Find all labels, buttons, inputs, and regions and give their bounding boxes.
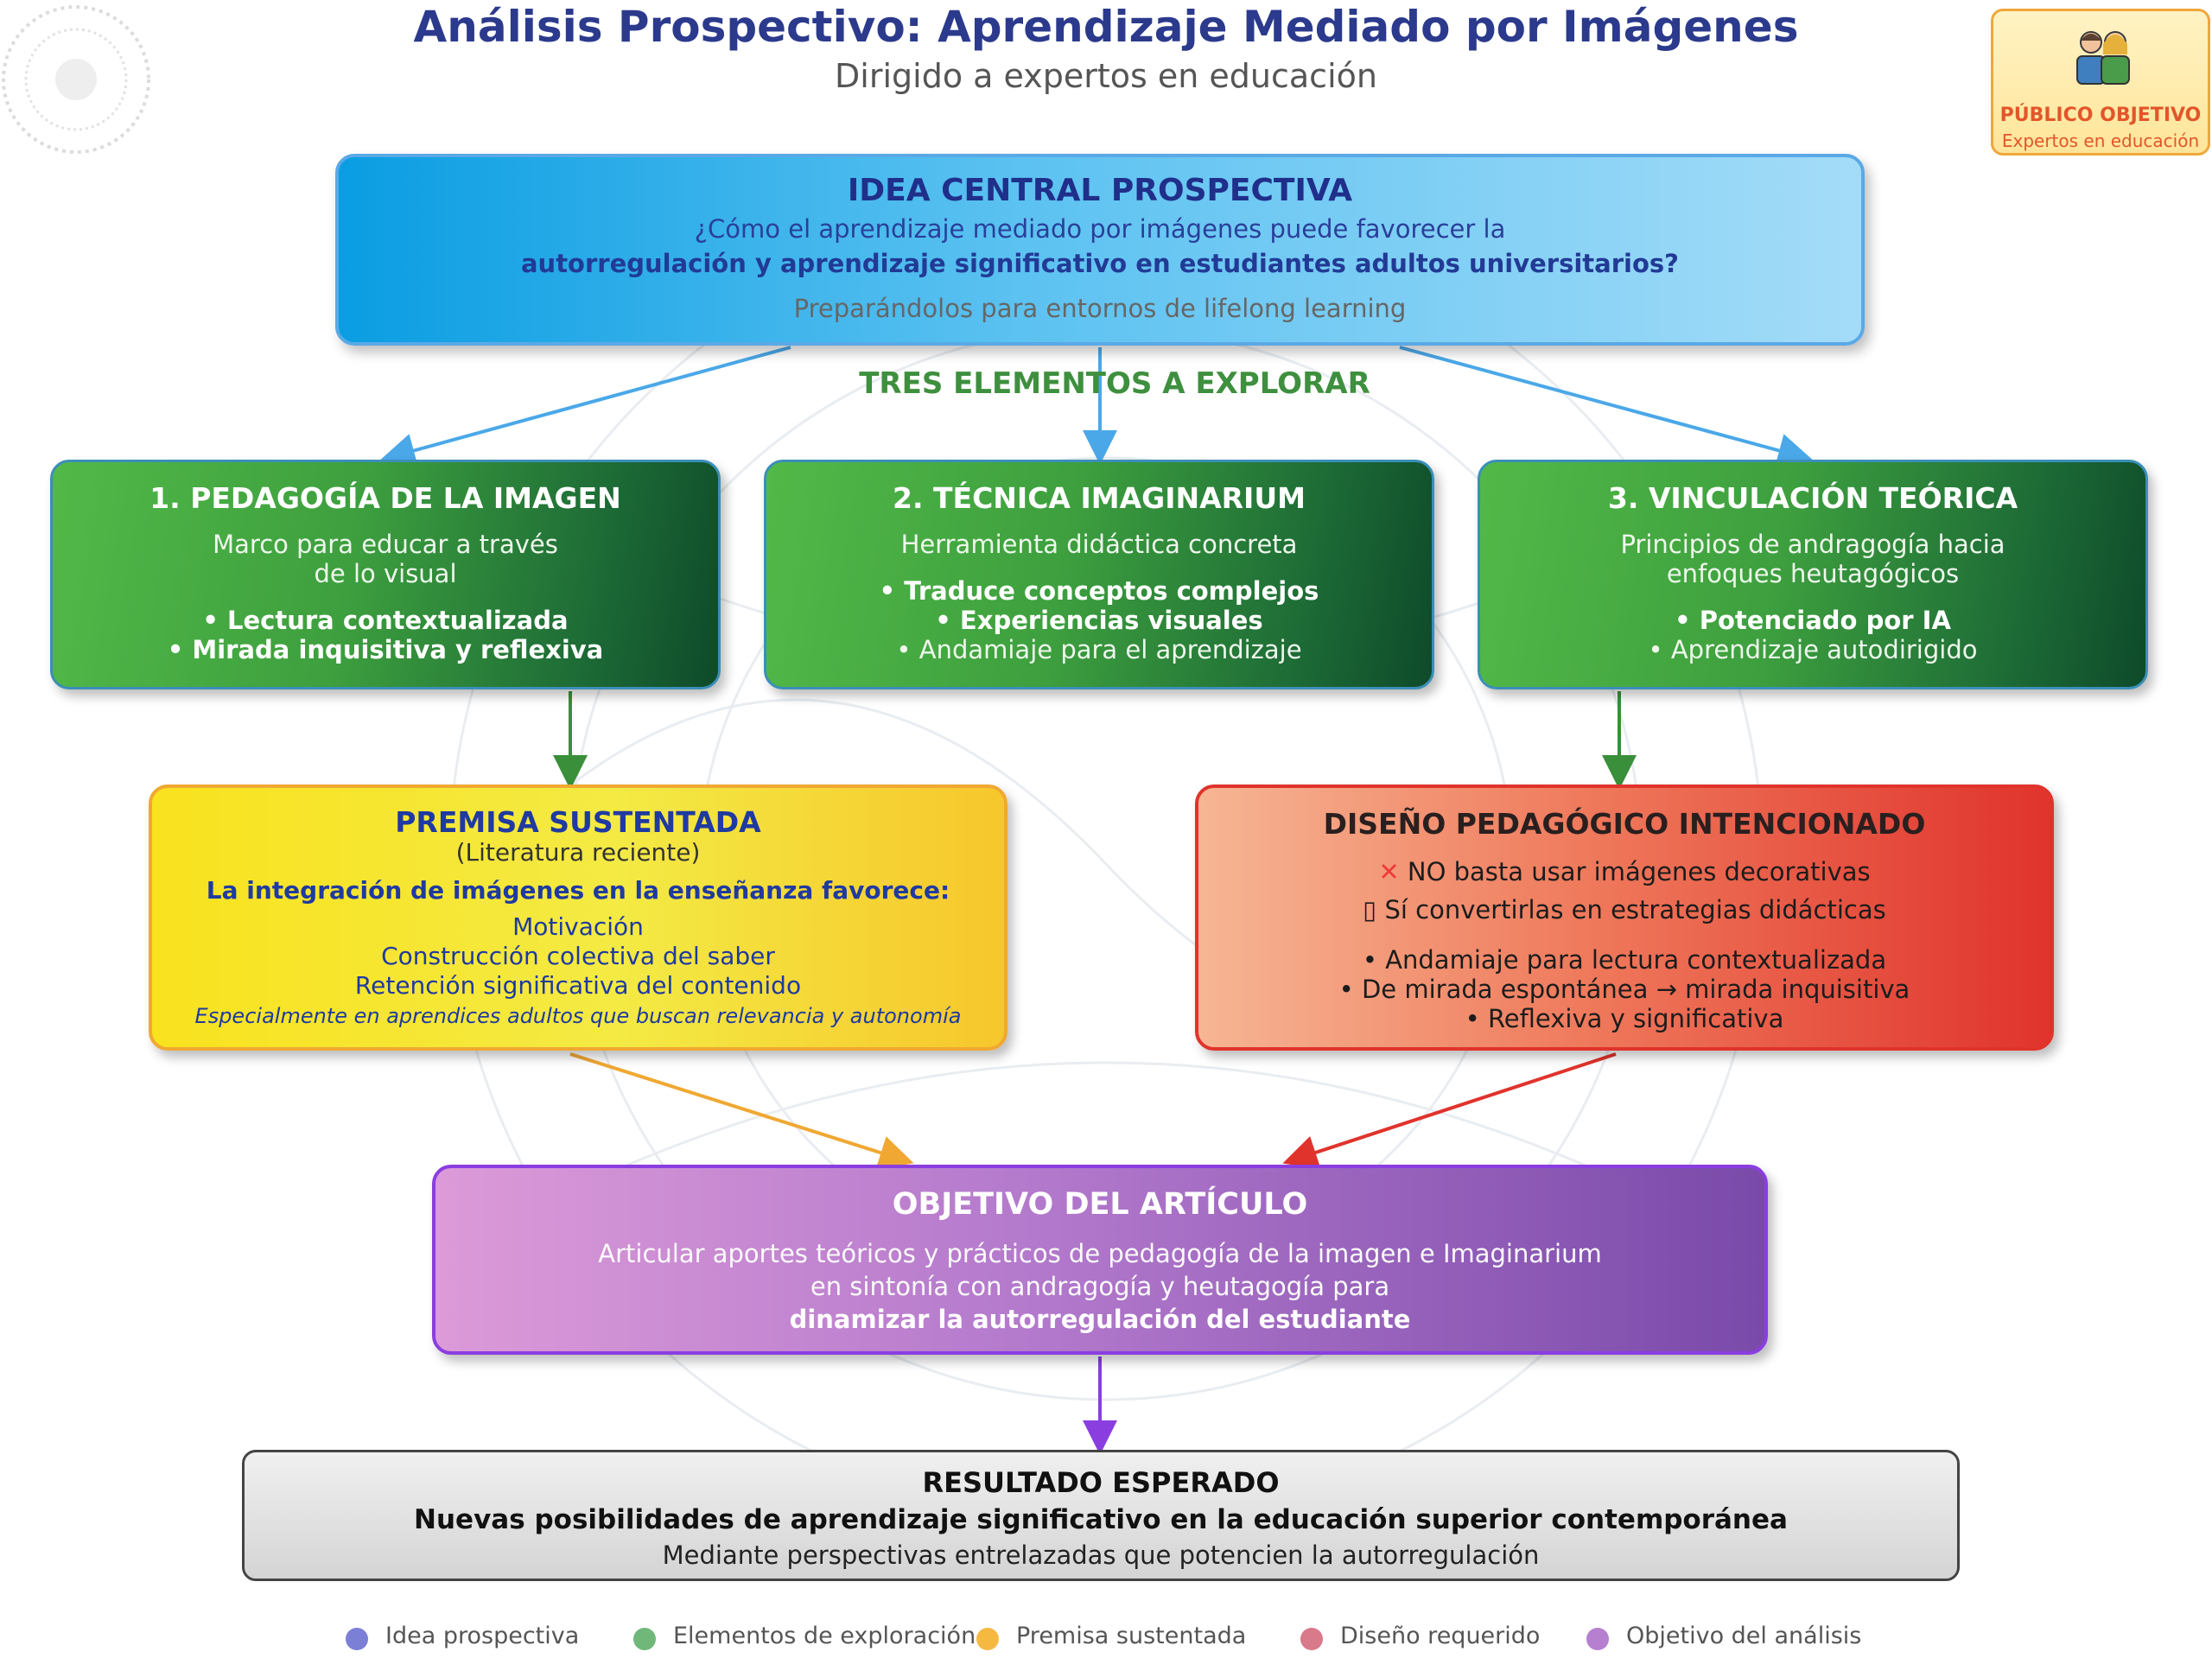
design-title: DISEÑO PEDAGÓGICO INTENCIONADO [1323,807,1926,841]
element-description-line-1: Principios de andragogía hacia [1620,530,2005,559]
target-audience-badge: PÚBLICO OBJETIVO Expertos en educación [1991,9,2210,156]
legend-label: Diseño requerido [1340,1623,1541,1649]
central-idea-title: IDEA CENTRAL PROSPECTIVA [847,173,1353,208]
premise-title: PREMISA SUSTENTADA [395,805,761,839]
design-no-text: NO basta usar imágenes decorativas [1407,857,1871,886]
seal-logo [2,5,150,154]
element-description-line-2: enfoques heutagógicos [1666,559,1960,588]
legend-dot [346,1628,368,1650]
people-icon [2076,31,2130,85]
element-pedagogia-imagen: 1. PEDAGOGÍA DE LA IMAGEN Marco para edu… [50,460,721,689]
element-description-line-2: de lo visual [314,559,457,588]
objective-box: OBJETIVO DEL ARTÍCULO Articular aportes … [432,1165,1768,1355]
design-item: • De mirada espontánea → mirada inquisit… [1338,975,1910,1004]
arrow-central-to-element-3 [1399,346,1813,467]
legend-dot [633,1628,656,1650]
central-note: Preparándolos para entornos de lifelong … [793,294,1407,323]
element-bullet: • Traduce conceptos complejos [879,576,1319,606]
element-title: 2. TÉCNICA IMAGINARIUM [893,481,1306,515]
legend-dot [1586,1628,1609,1650]
result-main: Nuevas posibilidades de aprendizaje sign… [414,1504,1788,1535]
objective-line-3: dinamizar la autorregulación del estudia… [789,1305,1411,1334]
element-bullet: • Andamiaje para el aprendizaje [896,635,1302,664]
element-title: 1. PEDAGOGÍA DE LA IMAGEN [149,481,621,515]
central-question-line-2: autorregulación y aprendizaje significat… [520,249,1679,278]
legend-label: Objetivo del análisis [1626,1623,1862,1649]
design-yes-line: ▯ Sí convertirlas en estrategias didácti… [1363,895,1886,924]
central-question-line-1: ¿Cómo el aprendizaje mediado por imágene… [694,214,1506,244]
element-bullet: • Lectura contextualizada [202,606,569,635]
element-bullet: • Mirada inquisitiva y reflexiva [167,635,604,664]
legend-label: Idea prospectiva [385,1623,580,1649]
expected-result-box: RESULTADO ESPERADO Nuevas posibilidades … [242,1450,1960,1581]
premise-item: Retención significativa del contenido [354,971,802,1000]
arrow-premise-to-objective [569,1052,914,1170]
element-bullet: • Experiencias visuales [935,606,1263,635]
result-title: RESULTADO ESPERADO [922,1466,1280,1499]
arrow-central-to-element-1 [380,346,791,467]
three-elements-label: TRES ELEMENTOS A EXPLORAR [859,366,1370,401]
arrow-design-to-objective [1282,1052,1617,1170]
element-description-line-1: Herramienta didáctica concreta [900,530,1298,559]
badge-sublabel: Expertos en educación [2001,130,2200,151]
premise-note: Especialmente en aprendices adultos que … [194,1004,962,1028]
legend-dot [976,1628,999,1650]
premise-item: Construcción colectiva del saber [381,942,775,970]
premise-item: Motivación [512,912,644,941]
element-tecnica-imaginarium: 2. TÉCNICA IMAGINARIUM Herramienta didác… [764,460,1434,689]
premise-box: PREMISA SUSTENTADA (Literatura reciente)… [149,785,1007,1051]
badge-label: PÚBLICO OBJETIVO [1999,105,2202,126]
legend-label: Elementos de exploración [673,1623,976,1649]
design-item: • Andamiaje para lectura contextualizada [1362,945,1887,975]
design-box: DISEÑO PEDAGÓGICO INTENCIONADO ✕ NO bast… [1195,785,2054,1051]
legend-dot [1300,1628,1323,1650]
objective-line-1: Articular aportes teóricos y prácticos d… [598,1239,1602,1268]
element-description-line-1: Marco para educar a través [213,530,558,559]
central-idea-box: IDEA CENTRAL PROSPECTIVA ¿Cómo el aprend… [335,154,1865,346]
legend-label: Premisa sustentada [1016,1623,1247,1649]
page-subtitle: Dirigido a expertos en educación [835,57,1377,95]
element-bullet: • Aprendizaje autodirigido [1648,635,1978,664]
page-title: Análisis Prospectivo: Aprendizaje Mediad… [413,2,1799,52]
objective-title: OBJETIVO DEL ARTÍCULO [892,1187,1308,1222]
premise-lead: La integración de imágenes en la enseñan… [206,876,950,905]
objective-line-2: en sintonía con andragogía y heutagogía … [810,1272,1390,1301]
premise-subtitle: (Literatura reciente) [455,838,701,867]
element-bullet: • Potenciado por IA [1675,606,1951,635]
design-no-line: ✕ NO basta usar imágenes decorativas [1198,857,2050,886]
element-title: 3. VINCULACIÓN TEÓRICA [1607,481,2018,515]
result-sub: Mediante perspectivas entrelazadas que p… [662,1540,1540,1570]
cross-icon: ✕ [1378,857,1400,886]
design-item: • Reflexiva y significativa [1465,1004,1784,1033]
element-vinculacion-teorica: 3. VINCULACIÓN TEÓRICA Principios de and… [1478,460,2148,689]
